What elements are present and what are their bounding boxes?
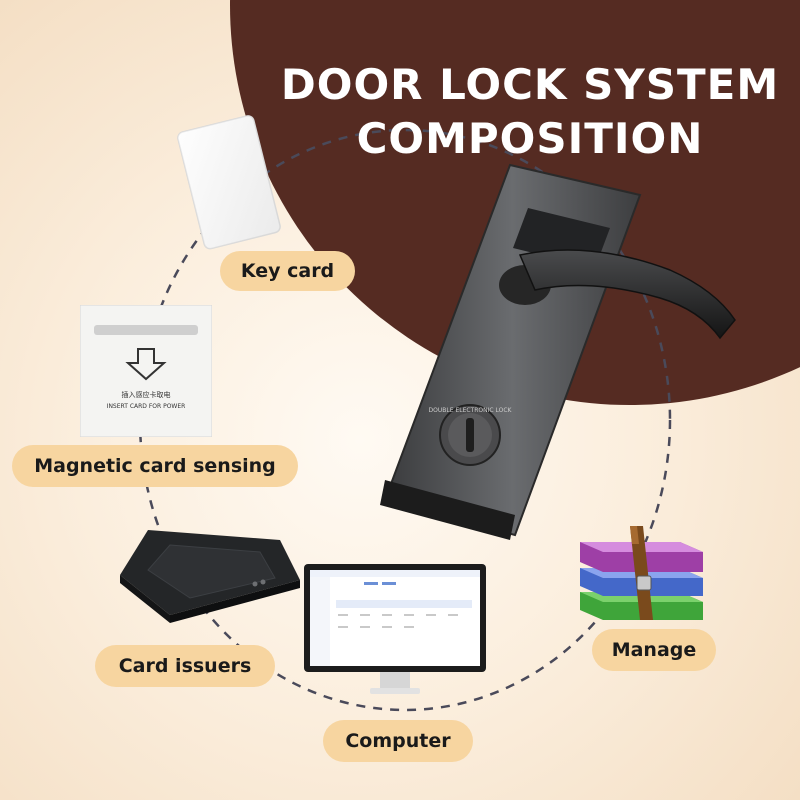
title-line-1: DOOR LOCK SYSTEM [280, 60, 780, 109]
computer-monitor-image [304, 564, 486, 694]
archive-books-icon [580, 526, 703, 620]
page-title: DOOR LOCK SYSTEM COMPOSITION [250, 58, 800, 166]
door-lock-image: DOUBLE ELECTRONIC LOCK [380, 163, 736, 540]
card-issuer-image [120, 530, 300, 623]
switch-text-en: INSERT CARD FOR POWER [107, 403, 186, 410]
card-power-switch-image: 插入感应卡取电 INSERT CARD FOR POWER [80, 305, 212, 437]
magnetic-card-sensing-label: Magnetic card sensing [12, 445, 298, 487]
card-issuers-label: Card issuers [95, 645, 275, 687]
key-card-label: Key card [220, 251, 355, 291]
key-card-image [177, 115, 281, 250]
title-line-2: COMPOSITION [356, 114, 704, 163]
computer-label: Computer [323, 720, 473, 762]
manage-label: Manage [592, 629, 716, 671]
lock-plate-text: DOUBLE ELECTRONIC LOCK [429, 407, 513, 414]
switch-text-cn: 插入感应卡取电 [122, 390, 171, 399]
